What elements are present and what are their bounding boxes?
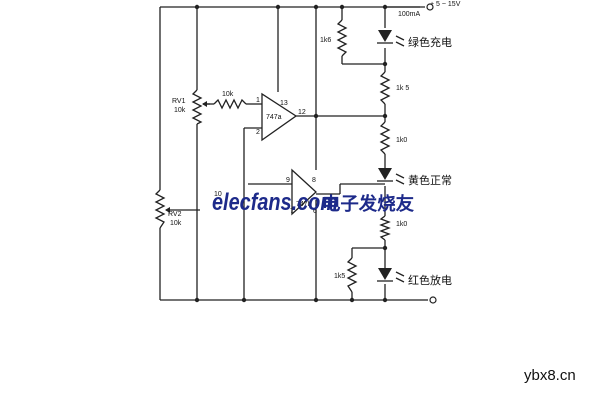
r-1k5-label: 1k 5 [396,85,409,92]
pin-7-label: 7 [290,208,294,215]
current-label: 100mA [398,11,421,18]
potentiometer-rv1 [191,89,210,125]
opamp-747b [291,168,317,216]
led-yellow [377,168,405,185]
watermark-brand: elecfans.com [212,189,338,216]
opamp-b-model: 747b [296,201,312,208]
led-green-label: 绿色充电 [408,35,452,49]
r-1k5-red-label: 1k5 [334,273,345,280]
pin-12-label: 12 [298,109,306,116]
r-1k6-label: 1k6 [320,37,331,44]
r-1k0-label: 1k0 [396,137,407,144]
ground-terminal [429,296,437,304]
rv2-value: 10k [170,220,182,227]
pin-6-label: 6 [313,208,317,215]
led-red-label: 红色放电 [408,273,452,287]
rv2-name: RV2 [168,211,182,218]
resistor-10k-input [213,98,247,110]
junctions [194,4,388,303]
resistor-1k5-red-branch [346,257,358,293]
led-red [377,268,405,283]
wires [159,6,428,301]
pin-9-label: 9 [286,177,290,184]
led-green [377,30,405,47]
r-1k0-low-label: 1k0 [396,221,407,228]
pin-2-label: 2 [256,129,260,136]
pin-10-label: 10 [214,191,222,198]
footer-site: ybx8.cn [524,367,576,384]
pin-1-label: 1 [256,97,260,104]
r-10k-label: 10k [222,91,234,98]
potentiometer-rv2 [154,189,170,229]
rv1-name: RV1 [172,98,186,105]
opamp-747a [261,92,298,142]
supply-label: + 5 ~ 15V [430,1,461,8]
pin-8-label: 8 [312,177,316,184]
led-yellow-label: 黄色正常 [408,173,452,187]
pin-13-label: 13 [280,100,288,107]
watermark-cn: 电子发烧友 [322,193,414,215]
watermark: elecfans.com 电子发烧友 [212,189,414,216]
supply-terminal [426,3,434,11]
resistor-1k6 [336,19,348,57]
resistor-1k0-mid [379,121,391,155]
opamp-a-model: 747a [266,114,282,121]
resistor-1k0-low [379,215,391,241]
rv1-value: 10k [174,107,186,114]
resistor-1k5-upper [379,71,391,105]
